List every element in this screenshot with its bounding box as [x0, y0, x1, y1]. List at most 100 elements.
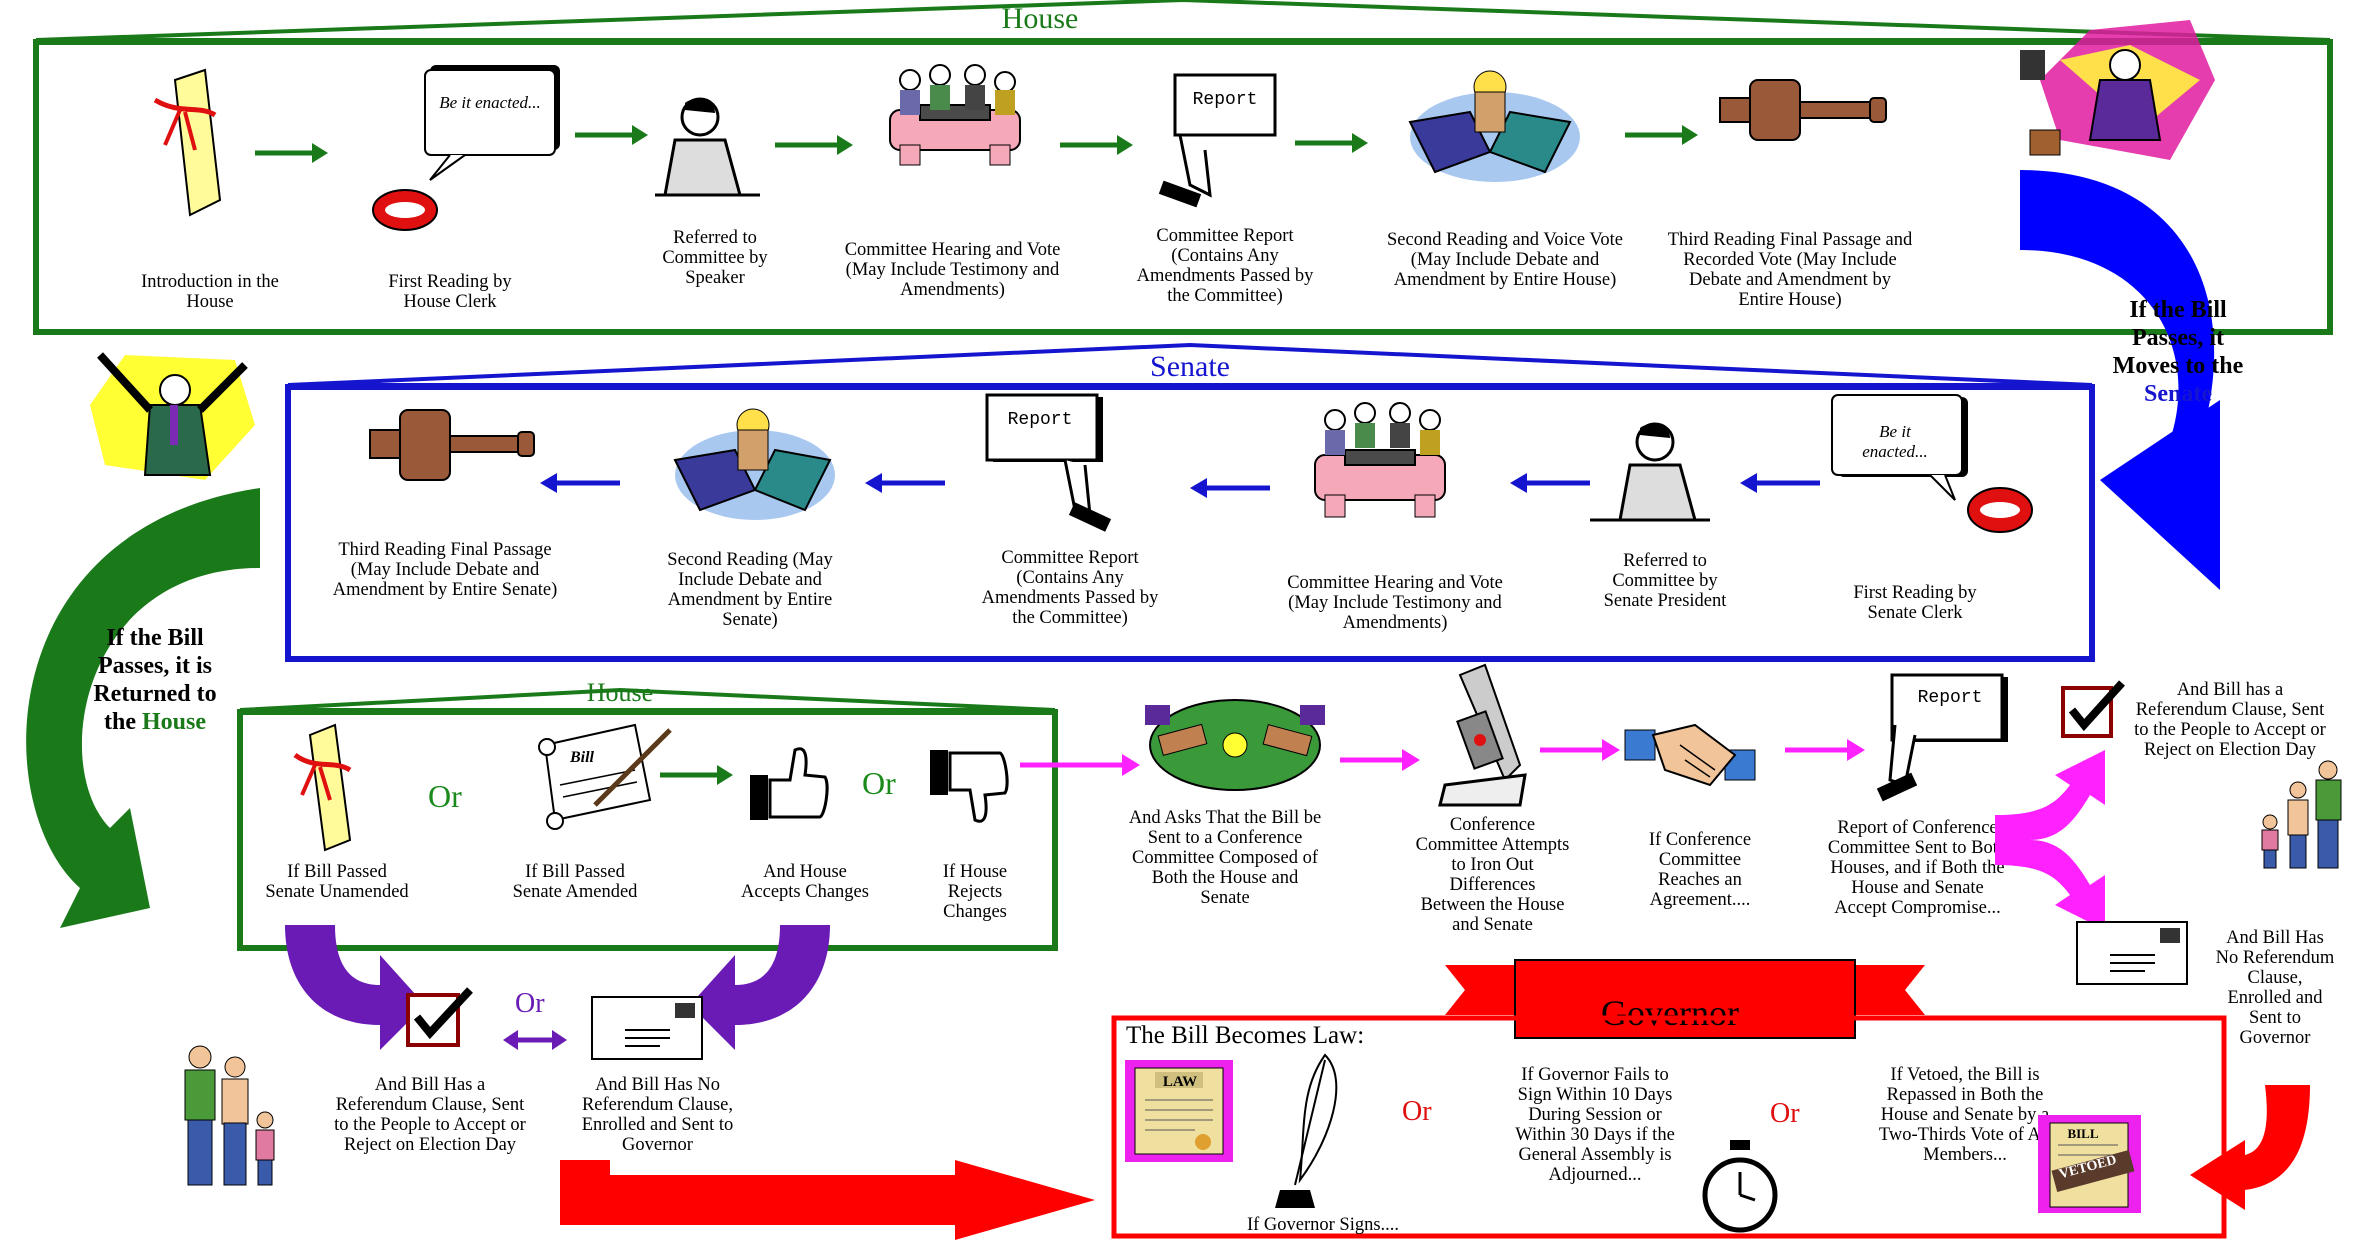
envelope-icon [591, 996, 703, 1060]
stopwatch-icon [1702, 1140, 1778, 1233]
speaker-person-icon [1590, 422, 1710, 522]
house-step-committee-hearing: Committee Hearing and Vote (May Include … [844, 240, 1061, 300]
conference-step-agreement: If Conference Committee Reaches an Agree… [1648, 830, 1752, 910]
arrow-left-icon [865, 473, 945, 493]
conference-step-asks: And Asks That the Bill be Sent to a Conf… [1128, 808, 1322, 908]
returned-line4-house: House [141, 709, 206, 735]
speech-bubble-icon [372, 65, 560, 231]
green-curved-arrow-icon [26, 488, 260, 928]
house-step-second-reading: Second Reading and Voice Vote (May Inclu… [1386, 230, 1624, 290]
bottom-left-referendum: And Bill Has a Referendum Clause, Sent t… [334, 1075, 526, 1155]
returned-line3: Returned to [93, 681, 217, 707]
house-bottom-unamended: If Bill Passed Senate Unamended [265, 862, 409, 902]
returned-line1: If the Bill [106, 625, 204, 651]
tug-of-war-icon [1145, 699, 1325, 791]
law-title: The Bill Becomes Law: [1126, 1022, 1365, 1049]
arrow-right-icon [660, 765, 733, 785]
house-top-title: House [1001, 2, 1079, 35]
gavel-icon [1719, 79, 1887, 141]
senate-title: Senate [1150, 350, 1230, 383]
handshake-icon [1624, 723, 1756, 787]
report-card-text: Report [1192, 90, 1258, 110]
senate-step-first-reading: First Reading by Senate Clerk [1853, 583, 1977, 623]
committee-meeting-icon [889, 64, 1021, 166]
handshake-wrestle-icon [1408, 70, 1580, 182]
handshake-wrestle-icon [673, 408, 835, 520]
double-arrow-icon [503, 1030, 567, 1050]
envelope-icon [2076, 921, 2188, 985]
law-document-text: LAW [1162, 1074, 1198, 1090]
house-step-first-reading: First Reading by House Clerk [388, 272, 512, 312]
arrow-left-icon [1190, 478, 1270, 498]
bottom-left-no-referendum: And Bill Has No Referendum Clause, Enrol… [581, 1075, 734, 1155]
report-card-text: Report [1917, 688, 1983, 708]
or-text: Or [428, 778, 462, 814]
law-document-icon [1125, 1060, 1233, 1162]
house-bottom-title: House [586, 678, 654, 707]
report-card-icon [1876, 673, 2008, 802]
or-text: Or [1770, 1098, 1800, 1129]
right-no-referendum: And Bill Has No Referendum Clause, Enrol… [2215, 928, 2335, 1048]
returned-to-house-text: If the Bill Passes, it is Returned to th… [65, 624, 245, 736]
blue-curved-arrow-icon [2020, 170, 2220, 590]
moves-line4: Senate [2144, 381, 2212, 407]
house-step-third-reading: Third Reading Final Passage and Recorded… [1667, 230, 1913, 310]
senate-step-committee-report: Committee Report (Contains Any Amendment… [981, 548, 1159, 628]
conference-step-report: Report of Conference Committee Sent to B… [1827, 818, 2008, 918]
arrow-right-icon [1625, 125, 1698, 145]
vetoed-bill-icon [2038, 1115, 2141, 1213]
arrow-left-icon [1510, 473, 1590, 493]
report-card-icon [1158, 73, 1277, 208]
arrow-left-icon [540, 473, 620, 493]
right-referendum: And Bill has a Referendum Clause, Sent t… [2134, 680, 2326, 760]
arrow-left-icon [1740, 473, 1820, 493]
governor-banner [1445, 959, 1925, 1039]
iron-icon [1438, 663, 1527, 807]
arrow-right-icon [255, 143, 328, 163]
conference-step-iron-out: Conference Committee Attempts to Iron Ou… [1415, 815, 1570, 935]
thumbs-down-icon [930, 750, 1009, 823]
governor-vetoed: If Vetoed, the Bill is Repassed in Both … [1878, 1065, 2052, 1165]
speaker-person-icon [655, 97, 760, 197]
committee-meeting-icon [1314, 402, 1446, 518]
thumbs-up-icon [750, 747, 829, 820]
speech-bubble-icon [1831, 394, 2033, 533]
vetoed-bill-label: BILL [2067, 1126, 2099, 1141]
or-text: Or [515, 988, 545, 1019]
scroll-icon [293, 723, 352, 852]
celebrating-person-icon [2020, 20, 2215, 160]
purple-curved-arrows-icon [285, 925, 830, 1050]
magenta-arrow-icon [1340, 749, 1420, 771]
magenta-arrow-icon [1785, 739, 1865, 761]
report-card-text: Report [1007, 410, 1073, 430]
returned-line2: Passes, it is [98, 653, 212, 679]
senate-step-second-reading: Second Reading (May Include Debate and A… [667, 550, 833, 630]
returned-line4: the House [65, 708, 245, 736]
house-step-introduction: Introduction in the House [141, 272, 279, 312]
house-bottom-amended: If Bill Passed Senate Amended [512, 862, 638, 902]
family-icon [184, 1045, 275, 1186]
moves-line2: Passes, it [2132, 325, 2224, 351]
bubble-text: Be it enacted... [1862, 422, 1928, 461]
checkbox-checked-icon [2061, 680, 2125, 738]
magenta-split-arrow-icon [1995, 750, 2105, 930]
report-card-icon [985, 393, 1112, 532]
governor-fails-to-sign: If Governor Fails to Sign Within 10 Days… [1515, 1065, 1675, 1185]
bubble-text: Be it enacted... [439, 93, 541, 112]
celebrating-person-icon [90, 352, 255, 480]
scroll-icon [153, 68, 222, 217]
family-icon [2261, 760, 2342, 869]
gavel-icon [369, 409, 535, 481]
moves-to-senate-text: If the Bill Passes, it Moves to the Sena… [2088, 296, 2268, 408]
red-curved-arrow-icon [2190, 1085, 2310, 1210]
checkbox-checked-icon [406, 987, 473, 1047]
arrow-right-icon [1295, 133, 1368, 153]
governor-banner-text: Governor [1601, 993, 1739, 1033]
arrow-right-icon [575, 125, 648, 145]
magenta-arrow-icon [1540, 739, 1620, 761]
moves-line3: Moves to the [2112, 353, 2244, 379]
